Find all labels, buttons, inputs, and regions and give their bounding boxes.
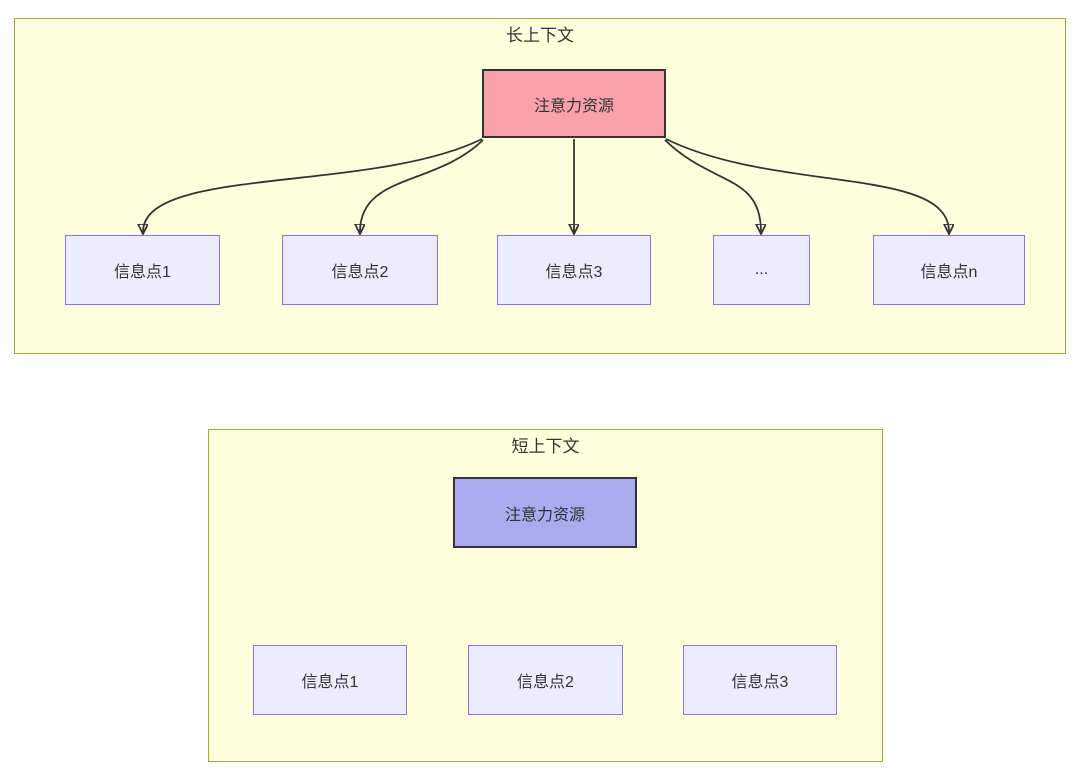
info-node-long-ellipsis: ... bbox=[713, 235, 810, 305]
info-node-long-n: 信息点n bbox=[873, 235, 1025, 305]
info-node-long-1: 信息点1 bbox=[65, 235, 220, 305]
info-node-short-3: 信息点3 bbox=[683, 645, 837, 715]
info-node-long-2: 信息点2 bbox=[282, 235, 438, 305]
cluster-short-title: 短上下文 bbox=[511, 437, 580, 456]
info-node-long-3: 信息点3 bbox=[497, 235, 651, 305]
attention-node-long: 注意力资源 bbox=[482, 69, 666, 138]
cluster-long-title: 长上下文 bbox=[506, 26, 574, 45]
attention-node-short: 注意力资源 bbox=[453, 477, 637, 548]
info-node-short-1: 信息点1 bbox=[253, 645, 407, 715]
info-node-short-2: 信息点2 bbox=[468, 645, 623, 715]
